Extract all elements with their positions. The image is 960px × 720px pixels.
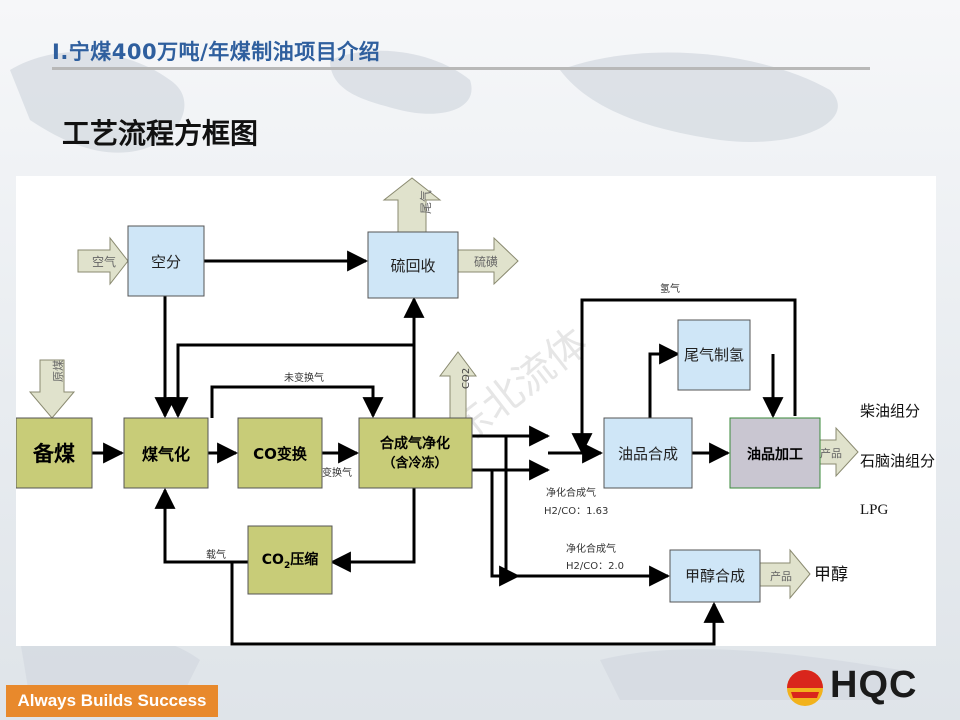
co2-label: CO2 bbox=[461, 368, 472, 389]
flow-unshifted-gas bbox=[210, 385, 384, 419]
node-gas-purification bbox=[358, 417, 473, 489]
product-naphtha: 石脑油组分 bbox=[860, 452, 935, 470]
ratio-a-label: H2/CO：1.63 bbox=[544, 506, 608, 517]
methanol-product-arrow bbox=[759, 548, 811, 600]
tail-gas-output-arrow bbox=[382, 177, 442, 233]
product-lpg: LPG bbox=[860, 502, 889, 518]
sulfur-output-arrow bbox=[457, 236, 519, 286]
node-oil-processing bbox=[729, 417, 821, 489]
purification-label-2: （含冷冻） bbox=[382, 455, 447, 471]
hqc-logo-icon bbox=[787, 670, 823, 706]
co-shift-label: CO变换 bbox=[253, 445, 308, 463]
flow-co2-to-methanol bbox=[230, 562, 725, 646]
flow-purify-return-gasifier bbox=[167, 343, 416, 420]
co2-output-arrow bbox=[439, 351, 477, 419]
node-co-shift bbox=[237, 417, 323, 489]
flow-hydrogen-recycle bbox=[571, 298, 797, 455]
coal-input-arrow bbox=[28, 359, 76, 419]
purification-label-1: 合成气净化 bbox=[380, 435, 450, 452]
title-divider bbox=[52, 67, 870, 70]
co2-compression-label: CO2压缩 bbox=[262, 551, 318, 571]
logo-text: HQC bbox=[830, 664, 918, 706]
node-co2-compression bbox=[247, 525, 333, 595]
node-air-separation bbox=[127, 225, 205, 297]
slide-title: I.宁煤400万吨/年煤制油项目介绍 bbox=[52, 40, 381, 64]
clean-gas-b-label: 净化合成气 bbox=[566, 542, 616, 555]
product-methanol: 甲醇 bbox=[814, 565, 848, 585]
unshifted-gas-label: 未变换气 bbox=[284, 371, 324, 384]
process-flow-diagram: 东北流体 空气 尾气 硫磺 原煤 CO2 产品 产品 bbox=[16, 177, 935, 646]
sulfur-recovery-label: 硫回收 bbox=[390, 257, 435, 275]
node-sulfur-recovery bbox=[367, 231, 459, 299]
node-oil-synthesis bbox=[603, 417, 693, 489]
oil-processing-label: 油品加工 bbox=[747, 446, 803, 463]
flow-co2-to-gasifier bbox=[154, 487, 248, 564]
product-diesel: 柴油组分 bbox=[860, 402, 920, 420]
flow-clean-gas-to-methanol-b bbox=[504, 436, 671, 587]
shifted-gas-label: 变换气 bbox=[322, 466, 352, 479]
methanol-product-label: 产品 bbox=[770, 569, 792, 583]
flow-oil-to-tail-h2 bbox=[648, 343, 681, 418]
air-label: 空气 bbox=[92, 254, 116, 269]
oil-product-label: 产品 bbox=[820, 446, 842, 460]
oil-product-arrow bbox=[819, 426, 859, 478]
hydrogen-label: 氢气 bbox=[660, 282, 680, 295]
carrier-gas-label: 载气 bbox=[206, 548, 226, 561]
node-tail-gas-h2 bbox=[677, 319, 751, 391]
oil-synthesis-label: 油品合成 bbox=[618, 445, 678, 463]
air-separation-label: 空分 bbox=[151, 253, 181, 271]
sulfur-label: 硫磺 bbox=[474, 254, 498, 269]
methanol-synthesis-label: 甲醇合成 bbox=[685, 567, 745, 585]
node-coal-prep bbox=[16, 417, 93, 489]
clean-gas-a-label: 净化合成气 bbox=[546, 486, 596, 499]
gasification-label: 煤气化 bbox=[142, 445, 190, 464]
slogan-banner: Always Builds Success bbox=[6, 685, 218, 717]
diagram-heading: 工艺流程方框图 bbox=[62, 117, 259, 150]
node-gasification bbox=[123, 417, 209, 489]
coal-prep-label: 备煤 bbox=[32, 442, 75, 466]
flow-purify-to-co2 bbox=[329, 488, 416, 573]
air-input-arrow bbox=[77, 236, 129, 286]
raw-coal-label: 原煤 bbox=[52, 360, 65, 382]
node-methanol-synthesis bbox=[669, 549, 761, 603]
diagram-panel: 东北流体 空气 尾气 硫磺 原煤 CO2 产品 产品 bbox=[16, 176, 936, 646]
ratio-b-label: H2/CO：2.0 bbox=[566, 561, 624, 572]
tail-gas-label: 尾气 bbox=[418, 190, 433, 214]
tail-gas-h2-label: 尾气制氢 bbox=[684, 346, 744, 364]
